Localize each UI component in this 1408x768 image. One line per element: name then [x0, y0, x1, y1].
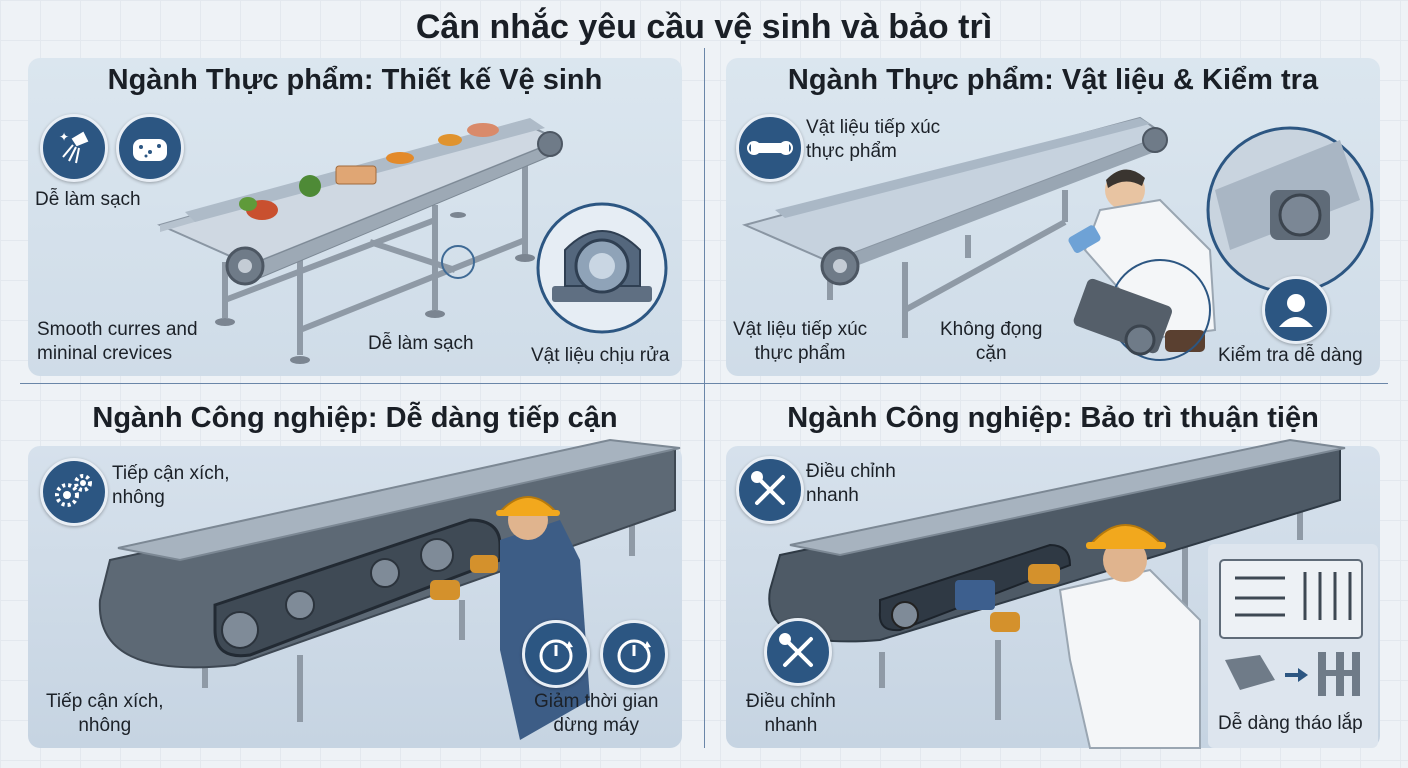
sponge-icon: [116, 114, 184, 182]
easy-assembly-label: Dễ dàng tháo lắp: [1218, 713, 1363, 734]
svg-text:✦: ✦: [59, 130, 69, 144]
section-food-hygiene: Ngành Thực phẩm: Thiết kế Vệ sinh: [28, 58, 682, 378]
section-title: Ngành Thực phẩm: Vật liệu & Kiểm tra: [787, 64, 1319, 96]
chain-access-label: Tiếp cận xích,nhông: [46, 691, 164, 736]
chain-access-icon-label: Tiếp cận xích,nhông: [112, 463, 230, 508]
section-title: Ngành Công nghiệp: Dễ dàng tiếp cận: [92, 402, 618, 434]
easy-clean-label: Dễ làm sạch: [368, 333, 474, 354]
main-title: Cân nhắc yêu cầu vệ sinh và bảo trì: [415, 8, 993, 46]
wrench-screwdriver-icon: [736, 456, 804, 524]
washdown-material-label: Vật liệu chịu rửa: [531, 345, 670, 366]
spray-icon: ✦: [40, 114, 108, 182]
section-title: Ngành Thực phẩm: Thiết kế Vệ sinh: [107, 64, 603, 96]
wrench-screwdriver-icon: [764, 618, 832, 686]
section-title: Ngành Công nghiệp: Bảo trì thuận tiện: [787, 402, 1319, 434]
easy-clean-icon-label: Dễ làm sạch: [35, 189, 141, 210]
horizontal-divider: [20, 383, 1388, 384]
section-food-material: Ngành Thực phẩm: Vật liệu & Kiểm tra: [726, 58, 1380, 98]
easy-inspection-label: Kiểm tra dễ dàng: [1218, 345, 1363, 366]
timer-icon: [600, 620, 668, 688]
belt-material-icon: [736, 114, 804, 182]
timer-icon: [522, 620, 590, 688]
section-industry-access: Ngành Công nghiệp: Dễ dàng tiếp cận: [28, 400, 682, 440]
vertical-divider: [704, 48, 705, 748]
inspector-icon: [1262, 276, 1330, 344]
gears-icon: [40, 458, 108, 526]
section-industry-maint: Ngành Công nghiệp: Bảo trì thuận tiện: [726, 400, 1380, 440]
